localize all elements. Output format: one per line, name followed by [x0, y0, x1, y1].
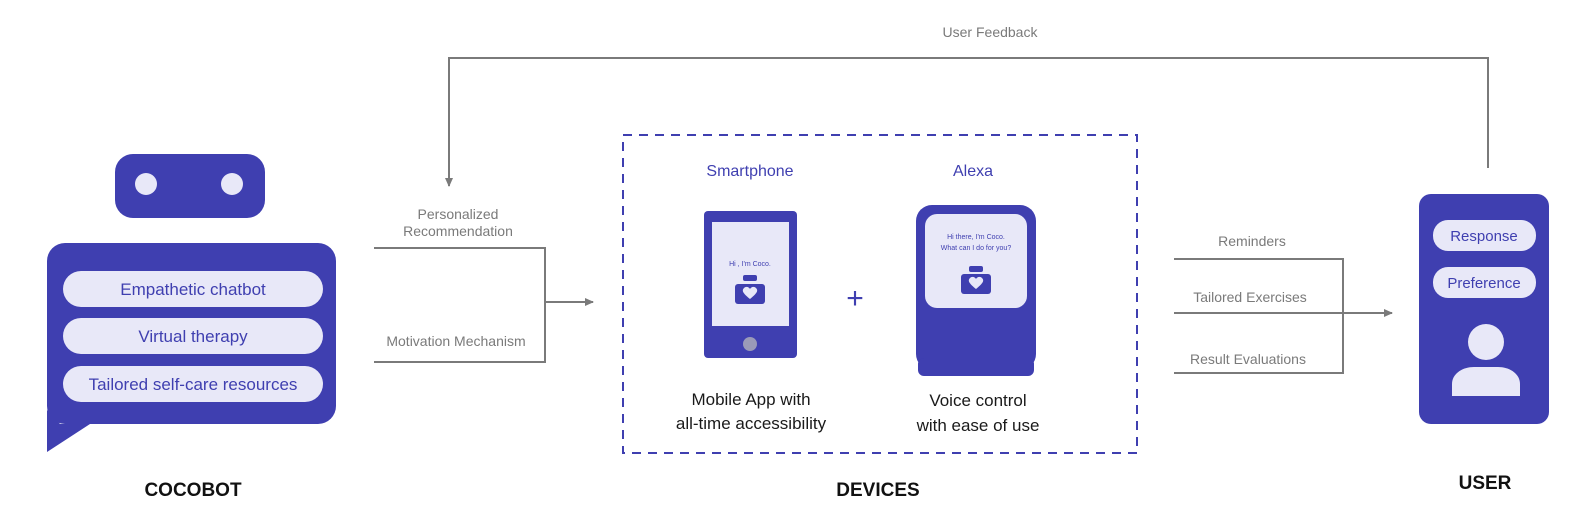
user-avatar-icon: [1452, 324, 1520, 396]
output-connector-arrow: [1174, 258, 1393, 374]
cocobot-robot-head: [115, 154, 265, 218]
user-feedback-label: User Feedback: [943, 24, 1039, 40]
motivation-label: Motivation Mechanism: [386, 333, 525, 349]
smartphone-title: Smartphone: [706, 163, 793, 180]
user-panel: [1419, 194, 1549, 424]
feature-label: Tailored self-care resources: [89, 375, 298, 394]
recommendation-label: Recommendation: [403, 223, 513, 239]
alexa-title: Alexa: [953, 163, 993, 180]
output-label-evaluations: Result Evaluations: [1190, 351, 1306, 367]
user-feedback-arrow: [445, 57, 1489, 187]
robot-right-eye-icon: [221, 173, 243, 195]
alexa-screen-line1: Hi there, I'm Coco.: [947, 234, 1005, 241]
devices-caption: DEVICES: [836, 480, 919, 501]
user-item-label: Response: [1450, 228, 1518, 245]
cocobot-feature-pill: Tailored self-care resources: [63, 366, 323, 402]
smartphone-caption-line2: all-time accessibility: [676, 414, 827, 433]
cocobot-feature-pill: Virtual therapy: [63, 318, 323, 354]
user-preference-pill: Preference: [1433, 267, 1536, 298]
alexa-caption-line2: with ease of use: [916, 416, 1040, 435]
alexa-caption-line1: Voice control: [929, 391, 1026, 410]
robot-left-eye-icon: [135, 173, 157, 195]
input-connector-arrow: [374, 247, 594, 363]
smartphone-screen-text: Hi , I'm Coco.: [729, 261, 771, 268]
feature-label: Virtual therapy: [138, 327, 248, 346]
alexa-screen-line2: What can I do for you?: [941, 245, 1012, 252]
devices-container: [622, 134, 1138, 454]
feature-label: Empathetic chatbot: [120, 280, 266, 299]
user-response-pill: Response: [1433, 220, 1536, 251]
plus-sign: +: [846, 282, 864, 315]
output-label-exercises: Tailored Exercises: [1193, 289, 1307, 305]
user-item-label: Preference: [1447, 275, 1520, 292]
personalized-label: Personalized: [418, 206, 499, 222]
cocobot-feature-pill: Empathetic chatbot: [63, 271, 323, 307]
smartphone-icon: Hi , I'm Coco.: [704, 211, 797, 358]
cocobot-caption: COCOBOT: [144, 480, 242, 501]
smartphone-caption-line1: Mobile App with: [691, 390, 810, 409]
heart-icon: [742, 286, 758, 299]
alexa-device-icon: Hi there, I'm Coco. What can I do for yo…: [916, 205, 1036, 376]
output-label-reminders: Reminders: [1218, 233, 1286, 249]
heart-icon: [968, 276, 984, 289]
user-caption: USER: [1459, 473, 1512, 494]
